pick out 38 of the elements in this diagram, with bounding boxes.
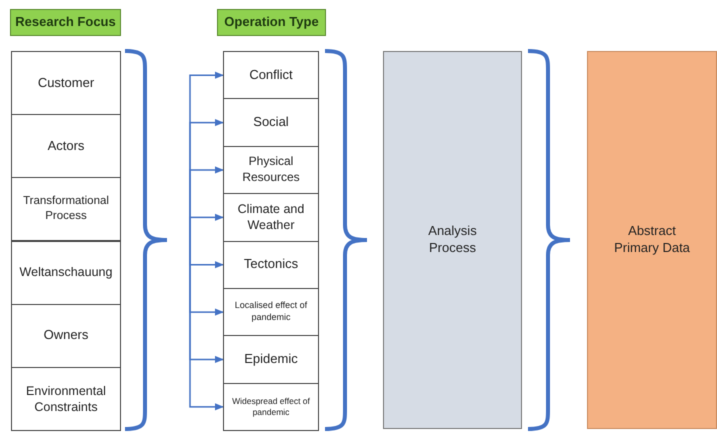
- node-label: Localised effect of pandemic: [234, 300, 308, 324]
- node-label: Weltanschauung: [20, 264, 112, 281]
- category-box: [11, 304, 121, 368]
- node-label: Conflict: [249, 66, 293, 84]
- node-label: Physical Resources: [241, 154, 301, 186]
- category-box: [11, 240, 121, 305]
- node-label: Environmental Constraints: [25, 382, 107, 416]
- category-box: [223, 382, 319, 431]
- node-label: Widespread effect of pandemic: [231, 396, 311, 418]
- category-box: [11, 366, 121, 431]
- node-label: Social: [253, 114, 289, 131]
- category-box: [223, 240, 319, 289]
- category-box: [11, 177, 121, 242]
- node-label: Epidemic: [244, 350, 298, 368]
- process-box: [383, 51, 522, 429]
- node-label: Research Focus: [15, 14, 116, 31]
- category-box: [223, 288, 319, 336]
- header-label: [10, 9, 121, 36]
- arrow: [189, 240, 224, 410]
- header-label: [217, 9, 326, 36]
- category-box: [223, 335, 319, 384]
- node-label: Operation Type: [224, 14, 319, 31]
- node-label: Abstract Primary Data: [613, 223, 691, 257]
- category-box: [223, 51, 319, 100]
- node-label: Customer: [38, 74, 94, 92]
- category-box: [11, 51, 121, 116]
- node-label: Owners: [44, 327, 88, 344]
- category-box: [223, 98, 319, 147]
- node-label: Tectonics: [244, 256, 298, 274]
- category-box: [223, 193, 319, 242]
- node-label: Transformational Process: [22, 194, 110, 224]
- arrow: [189, 214, 224, 240]
- category-box: [11, 114, 121, 178]
- output-box: [587, 51, 717, 429]
- node-label: Actors: [48, 138, 84, 155]
- category-box: [223, 146, 319, 194]
- node-label: Climate and Weather: [236, 201, 306, 234]
- node-label: Analysis Process: [427, 223, 478, 257]
